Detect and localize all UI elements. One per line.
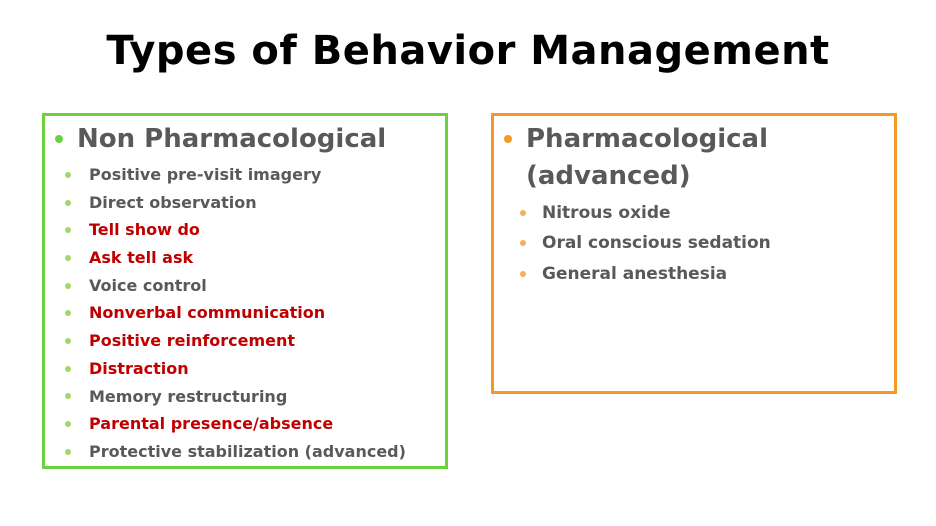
list-item-label: Protective stabilization (advanced): [89, 441, 406, 461]
list-item: Positive reinforcement: [65, 327, 406, 355]
list-item-label: Voice control: [89, 275, 207, 295]
list-item: Nonverbal communication: [65, 299, 406, 327]
bullet: [65, 171, 71, 178]
list-item-label: Memory restructuring: [89, 386, 288, 406]
list-item-label: Positive pre-visit imagery: [89, 165, 322, 184]
heading-bullet: [55, 135, 63, 143]
list-item: Nitrous oxide: [520, 198, 771, 228]
list-item: Positive pre-visit imagery: [65, 161, 406, 189]
list-item: Distraction: [65, 355, 406, 383]
list-item-label: Oral conscious sedation: [542, 233, 771, 254]
list-item-label: Parental presence/absence: [89, 414, 334, 434]
bullet: [65, 365, 71, 372]
pharmacological-list: Nitrous oxide Oral conscious sedation Ge…: [520, 198, 771, 289]
non-pharmacological-box: Non Pharmacological Positive pre-visit i…: [42, 113, 448, 469]
list-item-label: Direct observation: [89, 192, 257, 212]
bullet: [520, 240, 526, 247]
pharmacological-heading-line1: Pharmacological: [526, 124, 769, 154]
list-item-label: Tell show do: [89, 220, 200, 240]
list-item-label: Nitrous oxide: [542, 203, 671, 223]
list-item: Protective stabilization (advanced): [65, 438, 406, 466]
list-item: Tell show do: [65, 216, 406, 244]
list-item: Voice control: [65, 272, 406, 300]
bullet: [65, 254, 71, 261]
list-item-label: Distraction: [89, 358, 189, 378]
bullet: [65, 337, 71, 344]
list-item: Parental presence/absence: [65, 410, 406, 438]
bullet: [520, 210, 526, 217]
bullet: [520, 270, 526, 277]
pharmacological-heading-line2: (advanced): [526, 161, 691, 191]
list-item-label: Positive reinforcement: [89, 331, 296, 351]
list-item: Direct observation: [65, 189, 406, 217]
list-item-label: Nonverbal communication: [89, 303, 326, 323]
bullet: [65, 393, 71, 400]
list-item-label: Ask tell ask: [89, 248, 194, 268]
list-item: Memory restructuring: [65, 383, 406, 411]
pharmacological-heading: Pharmacological (advanced): [504, 121, 866, 195]
non-pharmacological-heading-text: Non Pharmacological: [77, 124, 387, 154]
bullet: [65, 421, 71, 428]
bullet: [65, 282, 71, 289]
heading-bullet: [504, 135, 512, 143]
slide-title: Types of Behavior Management: [106, 28, 830, 74]
non-pharmacological-heading: Non Pharmacological: [55, 121, 387, 158]
bullet: [65, 227, 71, 234]
list-item: Oral conscious sedation: [520, 228, 771, 258]
pharmacological-box: Pharmacological (advanced) Nitrous oxide…: [491, 113, 897, 394]
bullet: [65, 199, 71, 206]
list-item: Ask tell ask: [65, 244, 406, 272]
bullet: [65, 448, 71, 455]
list-item-label: General anesthesia: [542, 263, 728, 284]
bullet: [65, 310, 71, 317]
list-item: General anesthesia: [520, 259, 771, 289]
non-pharmacological-list: Positive pre-visit imagery Direct observ…: [65, 161, 406, 466]
